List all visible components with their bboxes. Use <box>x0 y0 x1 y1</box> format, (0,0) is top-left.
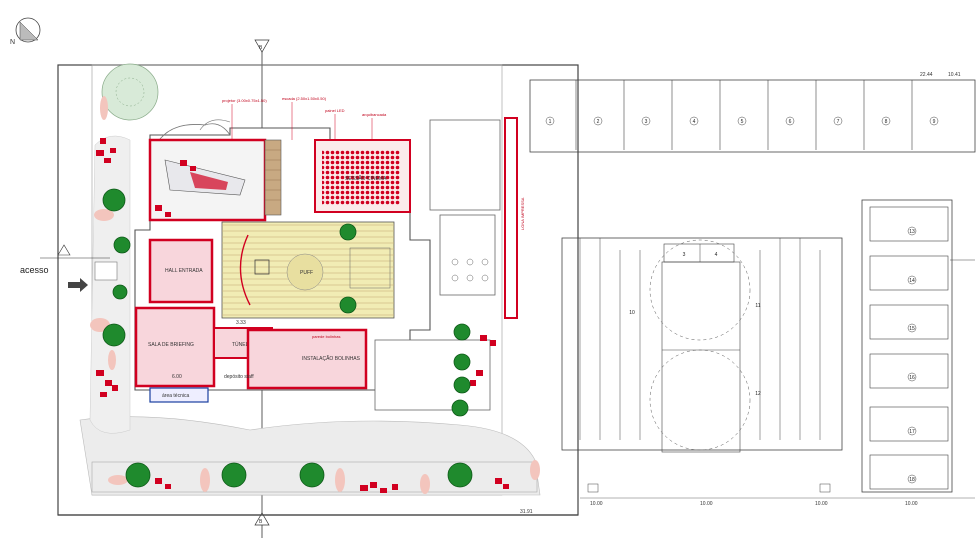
parking-right-13: 13 <box>909 229 915 235</box>
dim-tunnel: 3.33 <box>236 320 246 326</box>
installation-room: INSTALAÇÃO BOLINHAS parede bolinhas depó… <box>224 328 368 390</box>
north-compass-icon: N <box>10 17 41 46</box>
parking-top-6: 6 <box>789 119 792 125</box>
tree-large-icon <box>101 63 159 121</box>
technical-area: área técnica <box>149 387 209 403</box>
trees <box>102 188 473 488</box>
red-furniture <box>96 138 509 493</box>
parking-right-14: 14 <box>909 278 915 284</box>
note-bleachers: arquibancada <box>362 112 387 117</box>
puff-room: PUFF <box>221 221 395 319</box>
parking-top-7: 7 <box>837 119 840 125</box>
auditorium-room: SESSÃO CINEMA <box>314 139 411 213</box>
parking-top-5: 5 <box>741 119 744 125</box>
wall-note: parede bolinhas <box>312 334 340 339</box>
briefing-room: SALA DE BRIEFING 6.00 <box>134 306 216 388</box>
dim-bottom-3: 10.00 <box>815 501 828 507</box>
parking-right-column: 13 14 15 16 17 18 <box>861 199 975 493</box>
tunnel-label: TÚNEL <box>232 341 249 348</box>
parking-top-2: 2 <box>597 119 600 125</box>
parking-center-11: 11 <box>755 303 760 309</box>
note-stair: escada (2.50x1.50x0.50) <box>282 96 327 101</box>
stair-strip <box>264 139 282 216</box>
parking-right-15: 15 <box>909 326 915 332</box>
deposit-label: depósito staff <box>224 374 254 380</box>
banner-label: LONA IMPRESSA <box>520 197 525 230</box>
annotations-top: projetor (3.00x0.75x1.50) escada (2.50x1… <box>222 96 387 140</box>
parking-top-8: 8 <box>885 119 888 125</box>
dim-bottom-4: 10.00 <box>905 501 918 507</box>
parking-right-17: 17 <box>909 429 915 435</box>
puff-label: PUFF <box>300 270 313 276</box>
dim-bottom-1: 10.00 <box>590 501 603 507</box>
cinema-room <box>148 138 267 222</box>
dim-bottom-2: 10.00 <box>700 501 713 507</box>
parking-center-4: 4 <box>715 252 718 258</box>
installation-label: INSTALAÇÃO BOLINHAS <box>302 355 361 362</box>
parking-right-16: 16 <box>909 375 915 381</box>
parking-top-row: 1 2 3 4 5 6 7 8 9 22.44 10.41 <box>529 72 976 153</box>
parking-top-9: 9 <box>933 119 936 125</box>
parking-top-4: 4 <box>693 119 696 125</box>
parking-center-3: 3 <box>683 252 686 258</box>
parking-center: 3 4 10 11 12 <box>561 237 843 453</box>
dim-right-top: 22.44 <box>920 72 933 78</box>
parking-center-12: 12 <box>755 391 761 397</box>
annex-rooms <box>374 119 501 411</box>
parking-center-10: 10 <box>629 310 635 316</box>
note-projector: projetor (3.00x0.75x1.50) <box>222 98 267 103</box>
hall-label: HALL ENTRADA <box>165 268 203 274</box>
north-label: N <box>10 39 15 46</box>
note-led: painel LED <box>325 108 345 113</box>
dim-right-top-2: 10.41 <box>948 72 961 78</box>
section-marker-bottom: B <box>259 519 263 525</box>
dim-bottom-left: 31.91 <box>520 509 533 515</box>
parking-right-18: 18 <box>909 477 915 483</box>
printed-banner: LONA IMPRESSA <box>504 117 525 319</box>
access-label: acesso <box>20 265 49 275</box>
hall-room: HALL ENTRADA <box>148 238 214 304</box>
bottom-dimensions: 10.00 10.00 10.00 10.00 31.91 <box>520 483 975 515</box>
access-marker: acesso <box>20 244 118 292</box>
parking-top-3: 3 <box>645 119 648 125</box>
cinema-label: SESSÃO CINEMA <box>345 175 387 182</box>
section-marker-top: B <box>259 45 263 51</box>
parking-top-1: 1 <box>549 119 552 125</box>
dim-left-room: 6.00 <box>172 374 182 380</box>
briefing-label: SALA DE BRIEFING <box>148 342 194 348</box>
technical-label: área técnica <box>162 393 189 399</box>
